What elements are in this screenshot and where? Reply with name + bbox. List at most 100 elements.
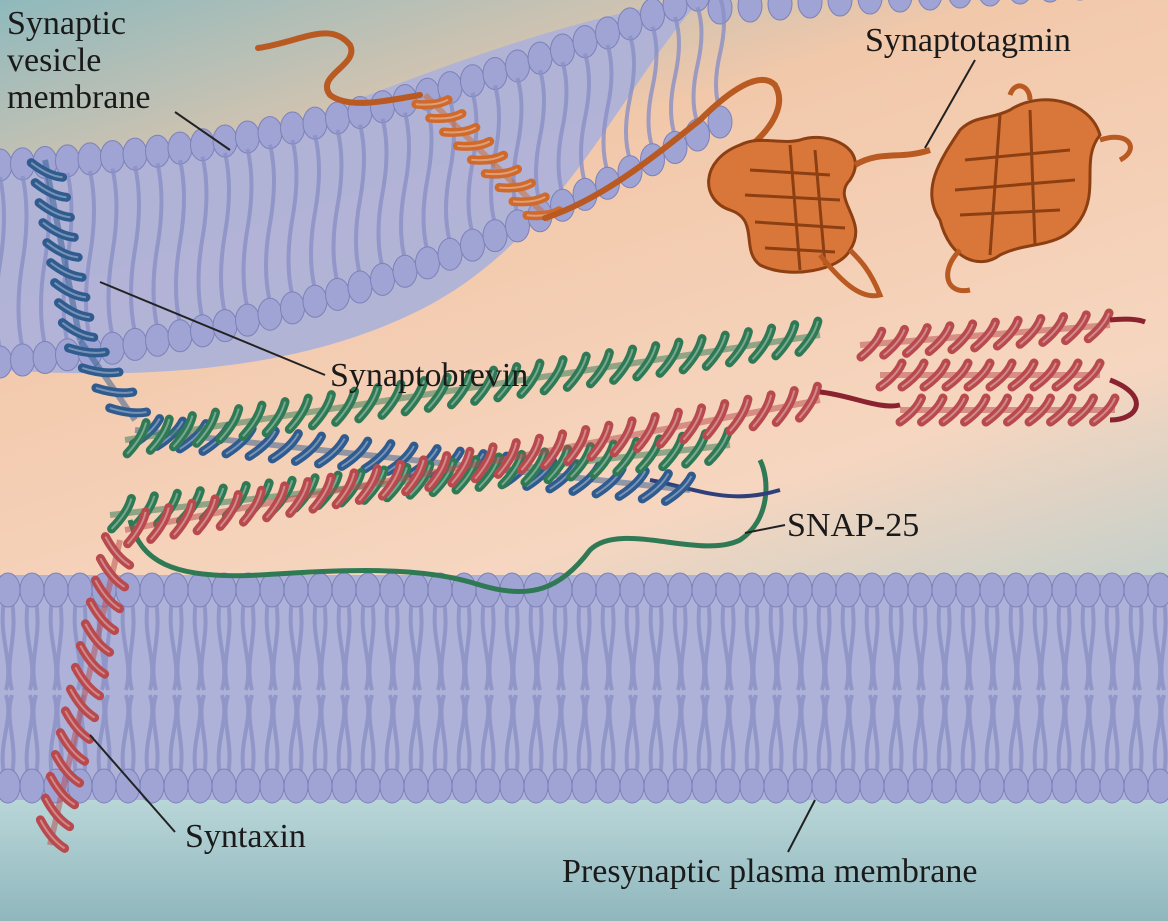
lipid-head xyxy=(77,142,103,176)
lipid-head xyxy=(32,341,58,375)
snap25-helix-1-turn xyxy=(724,327,753,368)
syntaxin-snare-helix-turn xyxy=(771,386,799,427)
snap25-helix-1-turn xyxy=(585,348,614,389)
lipid-head xyxy=(883,768,909,804)
syntaxin-snare-helix-turn xyxy=(424,451,452,492)
synaptobrevin-linker-helix-turn xyxy=(63,343,110,358)
synaptobrevin-linker-helix-turn xyxy=(105,403,152,418)
lipid-tail xyxy=(528,599,544,691)
syntaxin-tm-helix xyxy=(35,532,135,853)
habc-helix-b-highlight xyxy=(1077,362,1101,388)
syntaxin-snare-helix-turn xyxy=(262,481,290,523)
lipid-tail xyxy=(331,129,344,283)
lipid-head xyxy=(667,572,693,608)
habc-helix-a-highlight xyxy=(951,323,974,351)
syntaxin-tm-helix-turn xyxy=(90,575,125,614)
synaptotagmin-tm-helix-highlight xyxy=(457,140,491,148)
syntaxin-tm-helix-highlight xyxy=(79,645,106,675)
transmembrane-helices xyxy=(26,158,152,853)
c2b-c-tail xyxy=(945,248,971,294)
snap25-helix-1-highlight xyxy=(728,331,750,364)
lipid-head xyxy=(0,572,21,608)
lipid-tail xyxy=(456,599,472,691)
lipid-head xyxy=(907,768,933,804)
habc-helix-b-highlight xyxy=(901,362,925,388)
synaptobrevin-snare-helix-turn xyxy=(614,466,650,501)
synaptotagmin-tm-helix-turn xyxy=(494,178,536,193)
lipid-head xyxy=(283,768,309,804)
synaptobrevin-tm-helix xyxy=(26,158,99,342)
snap25-helix-1-highlight xyxy=(242,404,263,438)
habc-helix-c-turn xyxy=(1024,393,1055,427)
snap25-helix-1-highlight xyxy=(334,390,356,424)
c2b-strands xyxy=(954,109,1076,256)
synaptobrevin-snare-helix-turn xyxy=(360,439,396,474)
lipid-tail xyxy=(24,694,40,776)
syntaxin-tm-helix-highlight xyxy=(69,688,96,719)
lipid-head xyxy=(595,572,621,608)
lipid-tail xyxy=(556,61,569,194)
lipid-head xyxy=(619,572,645,608)
synaptotagmin-tm-helix-highlight xyxy=(471,154,505,162)
habc-helix-c-highlight xyxy=(1028,397,1052,423)
synaptobrevin-tm-helix-turn xyxy=(57,318,99,342)
lipid-head xyxy=(715,572,741,608)
lipid-head xyxy=(55,144,80,178)
syntaxin-snare-helix-turn xyxy=(702,399,730,440)
lipid-head xyxy=(43,572,69,608)
snap25-helix-1-highlight xyxy=(195,411,217,445)
snap25-helix-2-turn xyxy=(428,457,458,498)
lipid-tail xyxy=(216,599,232,691)
synaptotagmin-tm-helix-turn xyxy=(425,109,467,124)
snap25-helix-1-highlight xyxy=(775,324,796,357)
syntaxin-habc-linker xyxy=(819,316,1146,423)
syntaxin-snare-helix-turn xyxy=(215,490,243,531)
lipid-tail xyxy=(1056,599,1072,691)
lipid-tail xyxy=(312,694,328,776)
synaptobrevin-linker-helix-turn xyxy=(91,383,138,398)
lipid-tail xyxy=(408,694,424,776)
lipid-tail xyxy=(528,694,544,776)
lipid-head xyxy=(1147,768,1168,804)
lipid-head xyxy=(643,572,669,608)
lipid-tail xyxy=(216,694,232,776)
syntaxin-tm-helix-turn xyxy=(95,553,130,592)
synaptotagmin-tm-helix-turn xyxy=(508,192,550,207)
c2b-loops xyxy=(1007,83,1133,163)
habc-helix-a-turn xyxy=(856,326,887,362)
lipid-head xyxy=(691,572,717,608)
lipid-head xyxy=(739,768,765,804)
lipid-tail xyxy=(1128,694,1144,776)
habc-helix-a-highlight xyxy=(996,319,1020,347)
synaptobrevin-snare-helix-axis xyxy=(134,427,691,493)
snare-complex xyxy=(26,158,1146,853)
snap25-helix-1-turn xyxy=(122,418,151,459)
lipid-tail xyxy=(312,599,328,691)
vesicle-membrane-body xyxy=(0,0,1168,374)
lipid-tail xyxy=(1152,694,1168,776)
lipid-tail xyxy=(0,176,6,350)
habc-helix-b-turn xyxy=(1029,358,1061,392)
lipid-head xyxy=(1051,572,1077,608)
lipid-head xyxy=(1099,572,1125,608)
lipid-head xyxy=(619,768,645,804)
synaptobrevin-snare-helix-turn xyxy=(383,441,419,476)
syntaxin-snare-helix-highlight xyxy=(497,442,518,476)
lipid-head xyxy=(115,768,141,804)
lipid-head xyxy=(235,303,260,337)
lipid-head xyxy=(667,768,693,804)
synaptobrevin-snare-helix-highlight xyxy=(641,473,670,500)
lipid-head xyxy=(1043,0,1057,3)
snap25-helix-1-turn xyxy=(516,358,545,399)
syntaxin-tm-helix-highlight xyxy=(44,797,71,828)
lipid-tail xyxy=(48,599,64,691)
syntaxin-snare-helix-highlight xyxy=(752,394,773,428)
lipid-head xyxy=(931,768,957,804)
syntaxin-snare-helix-turn xyxy=(401,455,429,497)
snap25-helix-1-turn xyxy=(771,320,800,361)
synaptobrevin-snare-helix-turn xyxy=(313,434,350,469)
lipid-head xyxy=(460,228,485,262)
lipid-head xyxy=(427,768,453,804)
syntaxin-tm-helix-turn xyxy=(45,771,80,810)
